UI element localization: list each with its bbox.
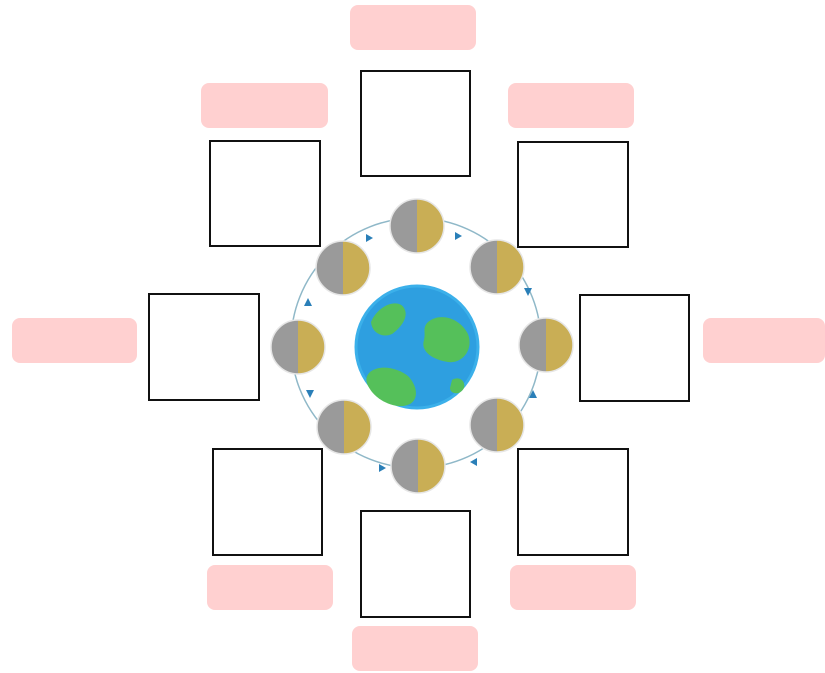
moon-bottom-right (470, 398, 524, 452)
moon-top (390, 199, 444, 253)
earth-icon (356, 286, 478, 408)
moon-bottom (391, 439, 445, 493)
moon-top-left (316, 241, 370, 295)
moon-right (519, 318, 573, 372)
moon-left (271, 320, 325, 374)
moon-bottom-left (317, 400, 371, 454)
moon-top-right (470, 240, 524, 294)
